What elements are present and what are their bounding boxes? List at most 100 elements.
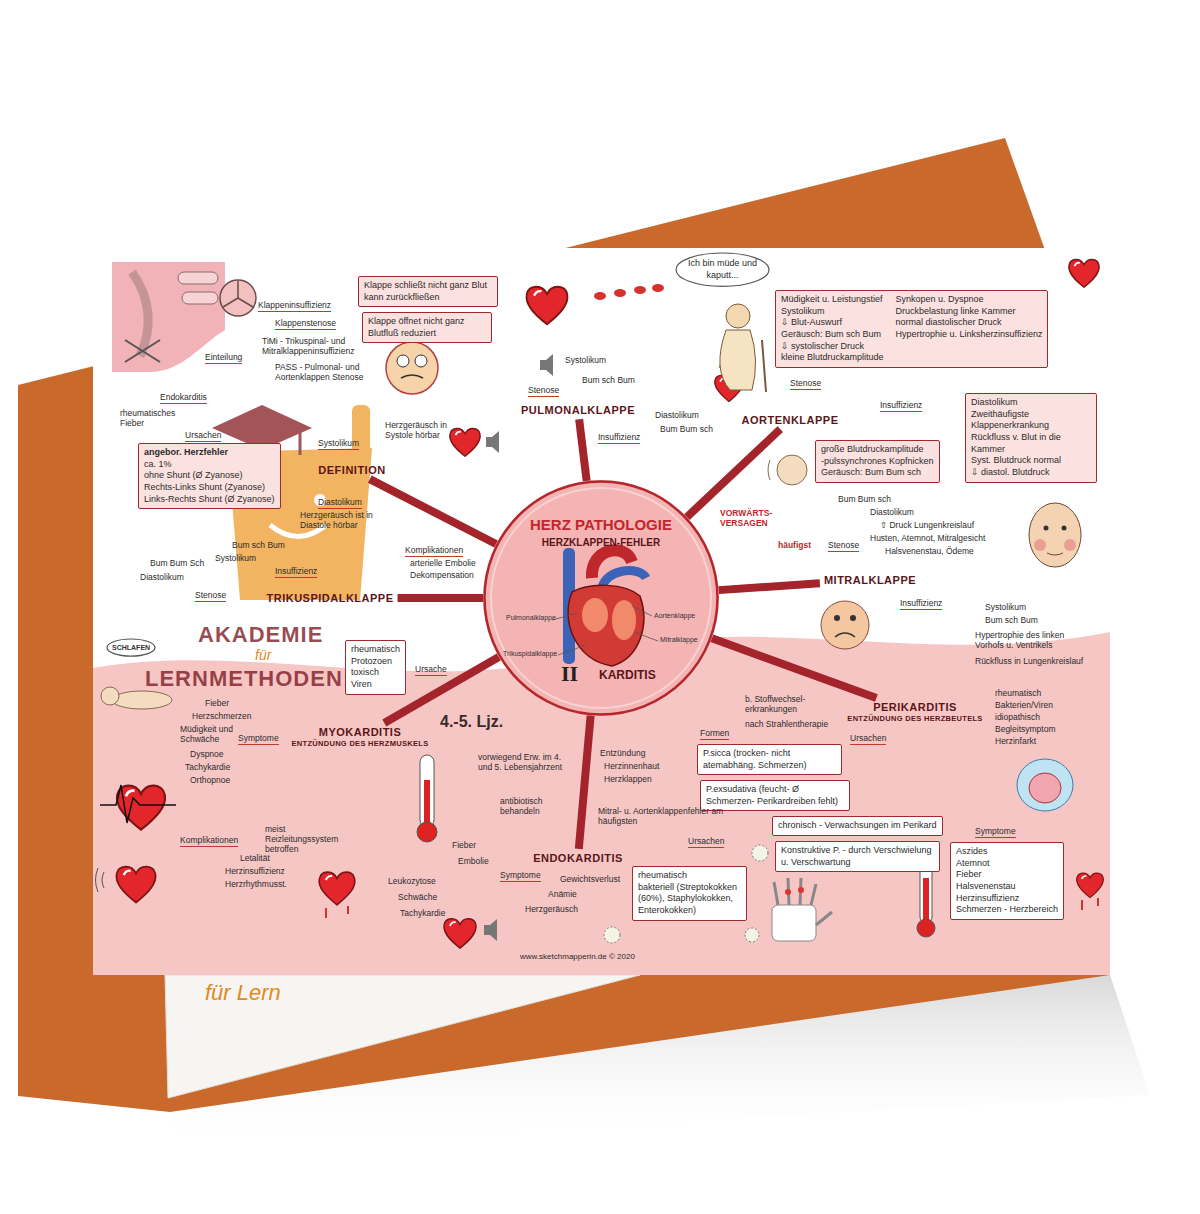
heart-drawing xyxy=(1077,873,1104,910)
note-label: Mitral- u. Aortenklappenfehler am häufig… xyxy=(598,806,728,826)
topic-label: Klappenstenose xyxy=(275,318,336,330)
hand-skeleton xyxy=(772,905,816,941)
info-box: große Blutdruckamplitude-pulssynchrones … xyxy=(815,440,940,483)
part-label: Mitralklappe xyxy=(660,636,698,644)
bubble-outline xyxy=(107,639,155,656)
topic-label: Klappeninsuffizienz xyxy=(258,300,331,312)
topic-label: Symptome xyxy=(500,870,541,882)
heart-speaker xyxy=(444,919,476,948)
note-label: Herzinfarkt xyxy=(995,736,1036,746)
branch-title-text: MYOKARDITIS xyxy=(292,725,429,739)
branch-ribbon xyxy=(370,479,496,544)
node-text: Hypertrophie u. Linksherzinsuffizienz xyxy=(896,329,1043,341)
note-label: Orthopnoe xyxy=(190,775,230,785)
branch-title-text: DEFINITION xyxy=(318,463,385,477)
node-text: Viren xyxy=(351,679,400,691)
note-label: Tachykardie xyxy=(400,908,445,918)
watermark-text: LERNMETHODEN xyxy=(145,666,343,692)
pericardium-drawing xyxy=(1017,759,1073,811)
topic-label: Stenose xyxy=(790,378,821,390)
hand-skeleton xyxy=(772,878,832,941)
heart-drawing xyxy=(96,867,355,918)
info-box: angebor. Herzfehlerca. 1%ohne Shunt (Ø Z… xyxy=(138,443,281,509)
node-text: Halsvenenstau xyxy=(956,881,1058,893)
heart-drawing xyxy=(614,289,626,297)
watermark-text: für xyxy=(255,647,271,664)
note-label: Systolikum xyxy=(215,553,256,563)
note-label: Bum Bum sch xyxy=(838,494,891,504)
poster xyxy=(93,248,1110,975)
heart-drawing xyxy=(634,286,646,294)
note-label: arterielle Embolie xyxy=(410,558,476,568)
sad-face xyxy=(821,601,869,649)
center-disc xyxy=(483,480,719,716)
note-label: Systolikum xyxy=(565,355,606,365)
node-text: Klappe öffnet nicht ganz Blutfluß reduzi… xyxy=(368,316,486,339)
mitral-face xyxy=(1034,539,1046,551)
heart-drawing xyxy=(1077,873,1104,897)
node-text: ⇩ systolischer Druck xyxy=(781,341,884,353)
info-box: rheumatischbakteriell (Streptokokken (60… xyxy=(632,866,747,921)
back-card xyxy=(18,138,1110,1112)
node-text: angebor. Herzfehler xyxy=(144,447,275,459)
part-label: Trikuspidalklappe xyxy=(503,650,557,658)
note-label: Gewichtsverlust xyxy=(560,874,620,884)
bubble-outline xyxy=(676,253,769,286)
mitral-face xyxy=(1029,503,1081,567)
watermark-text: AKADEMIE xyxy=(198,622,323,648)
valve-drawing xyxy=(223,281,253,307)
node-text: SCHLAFEN xyxy=(112,643,150,652)
node-text: Syst. Blutdruck normal xyxy=(971,455,1091,467)
node-text: HERZKLAPPEN-FEHLER xyxy=(483,537,719,549)
tired-person xyxy=(762,340,766,392)
node-text: P.sicca (trocken- nicht atemabhäng. Schm… xyxy=(703,748,836,771)
node-text: Ich bin müde und kaputt... xyxy=(685,258,760,281)
note-label: antibiotisch behandeln xyxy=(500,796,570,816)
topic-label: Diastolikum xyxy=(318,497,362,509)
anatomy-drawing xyxy=(178,272,218,284)
node-text: Rechts-Links Shunt (Zyanose) xyxy=(144,482,275,494)
topic-label: Einteilung xyxy=(205,352,242,364)
note-label: meist Reizleitungssystem betroffen xyxy=(265,824,360,855)
node-text: ca. 1% xyxy=(144,459,275,471)
speech-bubble: SCHLAFEN xyxy=(106,638,156,657)
note-label: Herzrhythmusst. xyxy=(225,879,287,889)
node-text: Rückfluss v. Blut in die Kammer xyxy=(971,432,1091,455)
branch-ribbon xyxy=(719,583,820,590)
central-circle: HERZ PATHOLOGIEHERZKLAPPEN-FEHLERIIKARDI… xyxy=(483,480,719,716)
thermometer xyxy=(923,878,929,924)
info-box: Klappe schließt nicht ganz Blut kann zur… xyxy=(358,276,498,307)
tired-person xyxy=(720,304,766,392)
bacteria xyxy=(604,927,620,943)
note-label: Hypertrophie des linken Vorhofs u. Ventr… xyxy=(975,630,1093,650)
topic-label: Insuffizienz xyxy=(275,566,317,578)
note-label: nach Strahlentherapie xyxy=(745,719,845,729)
branch-title-text: ENTZÜNDUNG DES HERZMUSKELS xyxy=(292,739,429,749)
info-box: AszidesAtemnotFieberHalsvenenstauHerzins… xyxy=(950,842,1064,920)
face-drawing xyxy=(386,342,438,394)
note-label: Dekompensation xyxy=(410,570,474,580)
tired-person xyxy=(726,304,750,328)
note-label: Begleitsymptom xyxy=(995,724,1055,734)
topic-label: Ursachen xyxy=(185,430,221,442)
branch-title: MITRALKLAPPE xyxy=(820,571,920,589)
note-label: Leukozytose xyxy=(388,876,436,886)
branch-title-text: AORTENKLAPPE xyxy=(741,413,838,427)
note-label: Müdigkeit und Schwäche xyxy=(180,724,235,744)
speaker-icon xyxy=(540,354,553,376)
heart-anatomy xyxy=(552,606,658,655)
ecg-heart xyxy=(100,785,176,823)
bacteria xyxy=(604,845,768,943)
note-label: Dyspnoe xyxy=(190,749,224,759)
node-text: ohne Shunt (Ø Zyanose) xyxy=(144,470,275,482)
info-box: Müdigkeit u. LeistungstiefSystolikum⇩ Bl… xyxy=(775,290,1048,368)
note-label: Anämie xyxy=(548,889,577,899)
node-text: P.exsudativa (feucht- Ø Schmerzen- Perik… xyxy=(706,784,844,807)
node-text: bakteriell (Streptokokken (60%), Staphyl… xyxy=(638,882,741,917)
valve-drawing xyxy=(220,280,256,316)
node-text: Klappe schließt nicht ganz Blut kann zur… xyxy=(364,280,492,303)
hand-skeleton xyxy=(798,887,804,893)
heart-drawing xyxy=(652,284,664,292)
branch-ribbon xyxy=(712,638,876,698)
info-box: chronisch - Verwachsungen im Perikard xyxy=(772,816,943,836)
